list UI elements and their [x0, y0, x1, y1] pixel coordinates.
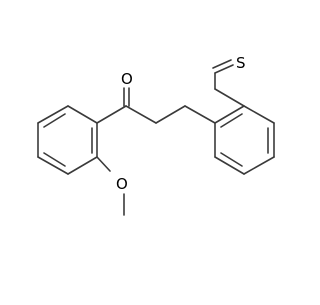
molecule-drawing: S O O: [37, 54, 275, 216]
propanone-chain: [96, 87, 216, 124]
left-benzene-ring: [37, 105, 98, 175]
thioformyl-group: [212, 59, 245, 107]
right-benzene-ring: [214, 105, 275, 175]
ether-oxygen-label: O: [116, 175, 128, 193]
structure-canvas: S O O: [37, 54, 275, 216]
carbonyl-oxygen-label: O: [121, 70, 133, 88]
sulfur-atom-label: S: [236, 54, 246, 72]
methoxy-group: [96, 156, 125, 216]
